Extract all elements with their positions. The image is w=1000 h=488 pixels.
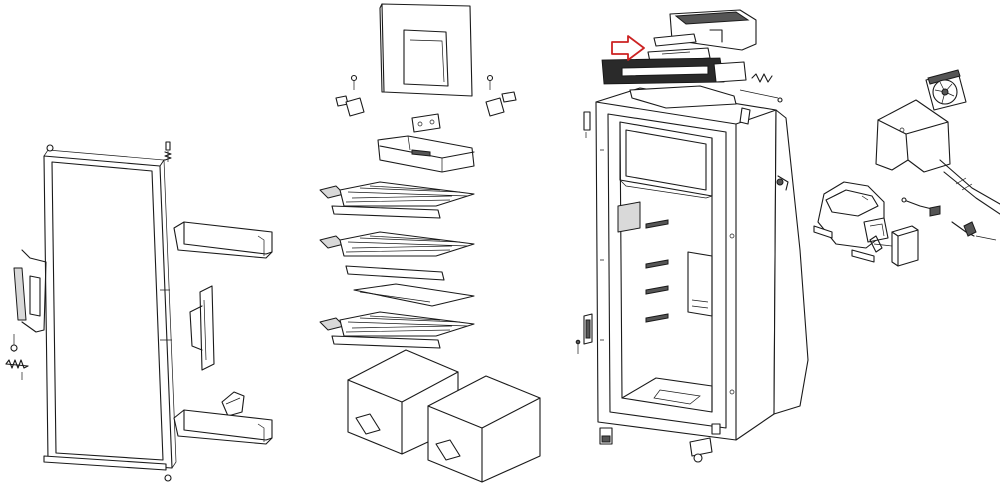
condenser-shroud[interactable] bbox=[875, 99, 951, 173]
control-board[interactable] bbox=[601, 33, 747, 85]
door-top-pin[interactable] bbox=[46, 141, 172, 162]
cooling-unit bbox=[813, 69, 1000, 267]
crisper-drawer-right[interactable] bbox=[427, 375, 541, 483]
drip-tray[interactable] bbox=[377, 135, 475, 173]
fan-icon bbox=[934, 81, 955, 104]
door-bottle-retainer[interactable] bbox=[221, 391, 245, 417]
cabinet bbox=[575, 9, 809, 463]
power-cable[interactable] bbox=[951, 221, 997, 241]
glass-shelf[interactable] bbox=[353, 283, 475, 307]
thermostat-spring[interactable] bbox=[739, 73, 783, 103]
control-housing-top[interactable] bbox=[669, 9, 757, 51]
wire-shelf-upper[interactable] bbox=[319, 181, 475, 219]
wire-shelf-middle[interactable] bbox=[319, 231, 475, 281]
door-side-bar[interactable] bbox=[189, 285, 215, 371]
highlight-arrow-icon bbox=[611, 35, 645, 61]
refrigerant-tubing[interactable] bbox=[901, 159, 1000, 217]
door-bin-bottom[interactable] bbox=[173, 409, 273, 445]
door-handle[interactable] bbox=[13, 249, 47, 333]
cabinet-feet[interactable] bbox=[599, 423, 721, 463]
door-bottom-rail[interactable] bbox=[43, 455, 172, 482]
start-relay[interactable] bbox=[869, 225, 919, 267]
door-latch[interactable] bbox=[5, 334, 29, 380]
cabinet-hinge-top[interactable] bbox=[583, 107, 751, 138]
condenser-fan[interactable] bbox=[925, 69, 967, 111]
cabinet-hinge-bottom[interactable] bbox=[575, 313, 593, 354]
door-bin-top[interactable] bbox=[173, 221, 273, 259]
cabinet-side-panel[interactable] bbox=[773, 109, 809, 415]
freezer-flap-door[interactable] bbox=[379, 3, 473, 97]
interior-accessories bbox=[319, 3, 541, 483]
door-panel[interactable] bbox=[43, 149, 177, 469]
compressor[interactable] bbox=[813, 181, 889, 263]
wire-shelf-lower[interactable] bbox=[319, 311, 475, 349]
door-assembly bbox=[5, 141, 273, 482]
cabinet-body[interactable] bbox=[595, 85, 777, 441]
flap-hinges[interactable] bbox=[335, 74, 517, 133]
